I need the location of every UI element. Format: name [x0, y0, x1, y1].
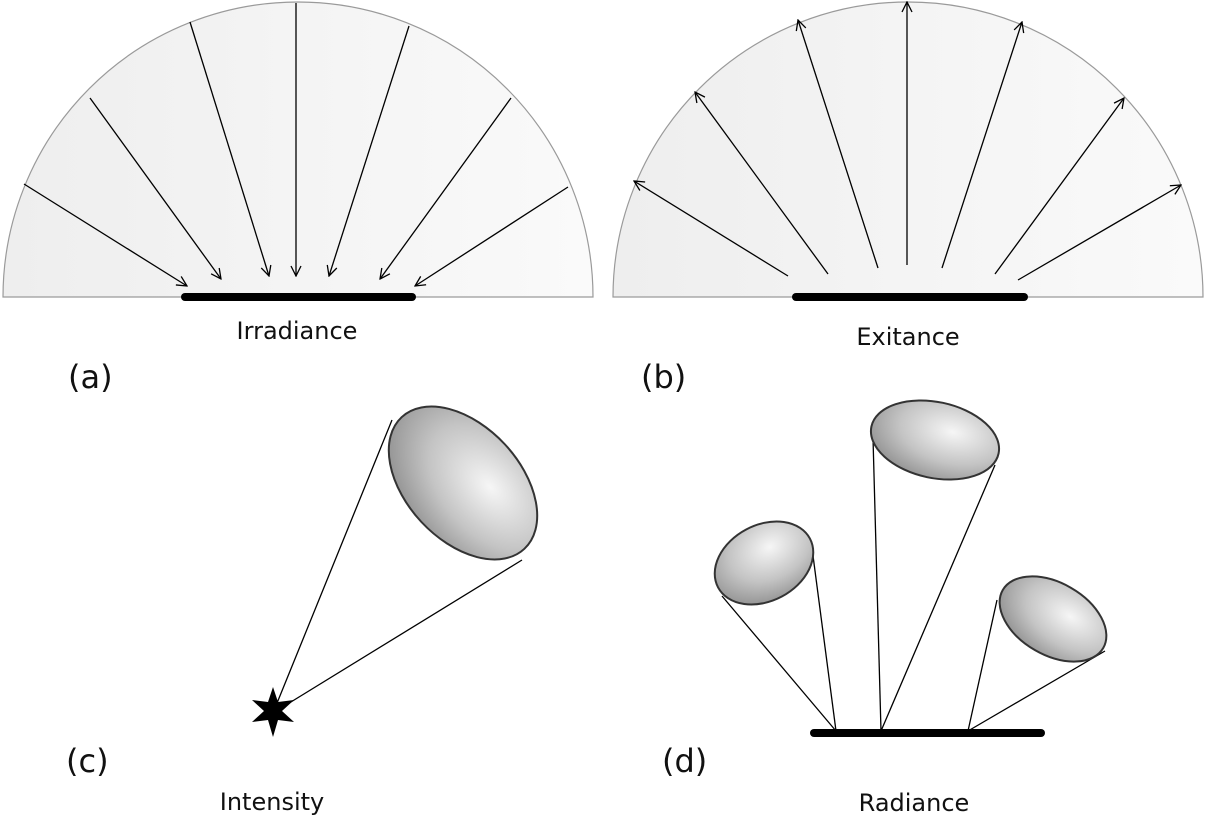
cone-edge	[721, 595, 837, 732]
tag-c: (c)	[66, 742, 109, 780]
arrow	[994, 98, 1124, 275]
tag-d: (d)	[662, 742, 707, 780]
caption-intensity: Intensity	[220, 788, 324, 816]
point-source-star-icon	[252, 687, 294, 737]
solid-angle-disk	[387, 405, 539, 561]
panel-a: Irradiance (a)	[2, 1, 594, 396]
hemisphere-b	[612, 1, 1204, 298]
cone-c	[272, 405, 539, 714]
cone-edge	[272, 559, 523, 714]
hemisphere-a	[2, 1, 594, 298]
arrow	[941, 22, 1022, 269]
solid-angle-disk	[998, 575, 1108, 663]
cone-edge	[811, 547, 837, 732]
arrow	[189, 21, 269, 276]
caption-radiance: Radiance	[859, 789, 970, 817]
cone-edge	[967, 599, 998, 732]
caption-exitance: Exitance	[856, 323, 959, 351]
solid-angle-disk	[713, 520, 815, 606]
arrow	[634, 181, 789, 277]
arrow	[23, 183, 187, 286]
arrow	[380, 97, 512, 279]
arrow	[695, 92, 829, 275]
cone-edge	[872, 437, 882, 732]
cone-edge	[967, 650, 1106, 732]
cone-edge	[880, 464, 996, 732]
solid-angle-disk	[869, 399, 1001, 481]
tag-a: (a)	[68, 358, 113, 396]
incoming-arrows	[23, 3, 569, 286]
cone-left	[713, 520, 837, 732]
arrow	[329, 25, 410, 276]
outgoing-arrows	[634, 2, 1181, 281]
arrow	[89, 97, 221, 279]
caption-irradiance: Irradiance	[237, 317, 358, 345]
arrow	[1017, 185, 1181, 281]
panel-b: Exitance (b)	[612, 1, 1204, 396]
panel-d: (d) Radiance	[662, 399, 1108, 817]
panel-c: (c) Intensity	[66, 405, 539, 816]
tag-b: (b)	[641, 358, 686, 396]
arrow	[798, 20, 879, 269]
cone-edge	[272, 419, 393, 714]
cone-middle	[869, 399, 1001, 732]
cone-right	[967, 575, 1108, 732]
arrow	[415, 186, 569, 286]
